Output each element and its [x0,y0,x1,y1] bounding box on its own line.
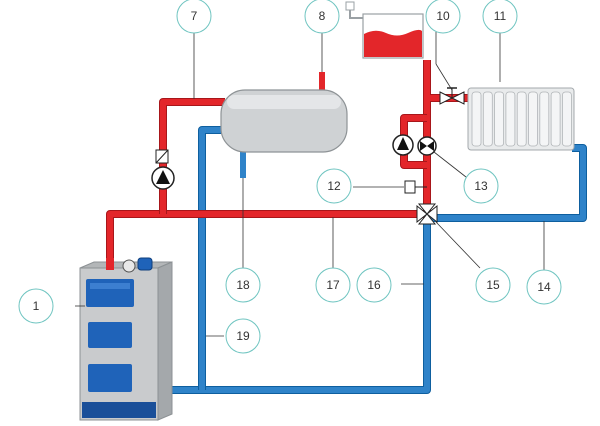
radiator-return-pipe [427,145,586,221]
return-pipes [130,126,587,394]
buffer-tank [220,89,348,153]
tank-pump [151,149,175,190]
pump-arrow-icon [397,137,409,150]
radiator-section [471,91,482,147]
callout-8: 8 [304,0,340,34]
boiler-fuel-door [88,322,132,348]
solid-fuel-boiler [79,257,173,421]
tank-highlight [227,95,341,109]
radiator-section [550,91,561,147]
radiator-section [539,91,550,147]
boiler-base [82,402,156,418]
check-valve-13 [417,136,437,156]
supply-main-pipe [107,211,427,268]
thermometer-icon [122,259,136,273]
tank-supply-pipe-outline [159,98,225,214]
callout-label: 7 [191,9,198,23]
boiler-ash-door [88,364,132,392]
expansion-tank-water [364,29,422,57]
tank-return-pipe [199,127,222,390]
radiator-supply-pipe-outline [423,60,470,214]
callout-label: 18 [236,278,250,292]
bypass-pump [392,134,414,156]
leader-lines [75,32,545,337]
return-main-pipe-outline [130,220,431,394]
callout-label: 1 [33,299,40,313]
callout-7: 7 [176,0,212,34]
callout-label: 14 [537,280,551,294]
overflow-cap [345,1,355,11]
radiator-sections [471,91,572,147]
callout-16: 16 [356,267,392,303]
radiator-section [528,91,538,147]
callout-label: 10 [436,9,450,23]
radiator-section [494,91,505,147]
callout-label: 19 [236,329,250,343]
callout-11: 11 [482,0,518,34]
callout-label: 13 [474,179,488,193]
radiator-section [482,91,493,147]
sensor-box [404,180,416,194]
tank-supply-pipe [160,99,225,214]
callout-label: 15 [486,278,500,292]
draft-regulator-icon [137,257,153,271]
supply-main-pipe-outline [106,210,427,268]
callout-label: 11 [494,9,507,23]
pump-arrow-icon [156,170,170,184]
callout-18: 18 [225,267,261,303]
callout-13: 13 [463,168,499,204]
callout-19: 19 [225,318,261,354]
radiator-valve-10 [439,87,465,105]
mixing-valve-15 [416,203,438,225]
callout-15: 15 [475,267,511,303]
radiator-section [562,91,572,147]
expansion-tank [345,1,424,59]
return-main-pipe [130,220,430,393]
radiator-supply-pipe [424,60,470,214]
callout-17: 17 [315,267,351,303]
callout-14: 14 [526,269,562,305]
callout-10: 10 [425,0,461,34]
radiator-section [505,91,516,147]
callout-12: 12 [316,168,352,204]
radiator-return-pipe-outline [427,144,587,222]
callout-label: 16 [367,278,381,292]
overflow-pipe [349,8,363,19]
radiator-section [516,91,527,147]
callout-label: 17 [326,278,340,292]
callout-1: 1 [18,288,54,324]
radiator [467,87,575,151]
callout-label: 12 [327,179,341,193]
callout-label: 8 [319,9,326,23]
sensor-12 [404,180,427,194]
